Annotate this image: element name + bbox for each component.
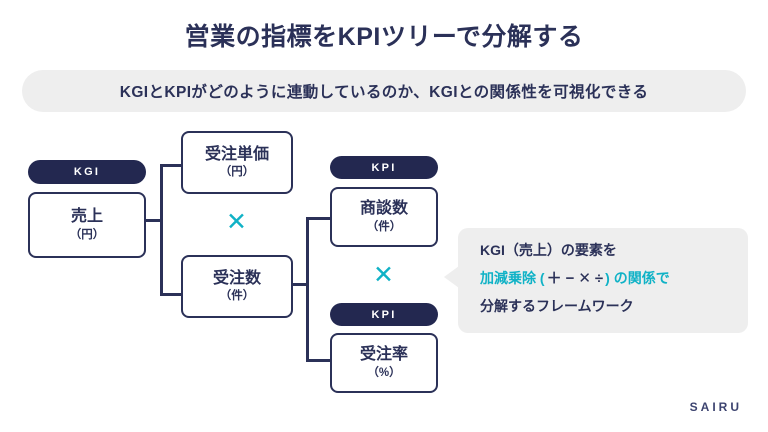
callout-line2-prefix: 加減乗除 (: [480, 270, 545, 286]
operator-multiply-level1: ✕: [226, 208, 247, 236]
connector-uriage-out: [143, 219, 162, 222]
node-shodan-su-name: 商談数: [359, 200, 408, 218]
tag-kpi-shodan: KPI: [330, 156, 438, 179]
node-shodan-su-unit: （件）: [366, 220, 402, 233]
node-juchu-tanka-name: 受注単価: [204, 145, 269, 163]
connector-level1-spine: [160, 164, 163, 296]
tag-kpi-shodan-label: KPI: [371, 161, 397, 174]
page-title: 営業の指標をKPIツリーで分解する: [184, 23, 584, 51]
node-juchu-ritsu-unit: （%）: [367, 366, 401, 379]
callout-line2-suffix: ) の関係で: [605, 270, 670, 286]
node-uriage-unit: （円）: [69, 228, 105, 241]
node-juchu-ritsu[interactable]: 受注率 （%）: [330, 333, 438, 393]
node-juchu-tanka-unit: （円）: [219, 166, 255, 179]
node-uriage-name: 売上: [70, 208, 103, 226]
plus-icon: ＋: [546, 270, 562, 287]
operator-multiply-level2: ✕: [373, 261, 394, 289]
node-juchu-tanka[interactable]: 受注単価 （円）: [181, 131, 293, 194]
connector-level2-top-arm: [306, 217, 330, 220]
callout-pointer-icon: [444, 266, 459, 288]
connector-level1-bottom-arm: [160, 293, 184, 296]
minus-icon: −: [565, 270, 575, 287]
tag-kgi-label: KGI: [73, 166, 101, 178]
connector-level1-top-arm: [160, 164, 184, 167]
callout-box: KGI（売上）の要素を 加減乗除 (＋−✕÷) の関係で 分解するフレームワーク: [458, 228, 748, 333]
callout-line-3: 分解するフレームワーク: [480, 298, 634, 314]
multiply-icon: ✕: [578, 270, 591, 287]
tag-kgi: KGI: [28, 160, 146, 184]
brand-logo: SAIRU: [689, 400, 742, 414]
node-shodan-su[interactable]: 商談数 （件）: [330, 187, 438, 247]
subtitle-banner: KGIとKPIがどのように連動しているのか、KGIとの関係性を可視化できる: [22, 70, 746, 112]
tag-kpi-juchuritsu: KPI: [330, 303, 438, 326]
callout-line-1: KGI（売上）の要素を: [480, 242, 617, 258]
divide-icon: ÷: [594, 270, 604, 287]
connector-level2-spine: [306, 217, 309, 362]
node-uriage[interactable]: 売上 （円）: [28, 192, 146, 258]
callout-line-2: 加減乗除 (＋−✕÷) の関係で: [480, 271, 670, 286]
connector-juchusu-out: [291, 283, 309, 286]
tag-kpi-juchuritsu-label: KPI: [371, 308, 397, 321]
node-juchu-ritsu-name: 受注率: [359, 346, 408, 364]
connector-level2-bottom-arm: [306, 359, 330, 362]
node-juchu-su-unit: （件）: [219, 290, 255, 303]
node-juchu-su-name: 受注数: [212, 269, 261, 287]
node-juchu-su[interactable]: 受注数 （件）: [181, 255, 293, 318]
subtitle-text: KGIとKPIがどのように連動しているのか、KGIとの関係性を可視化できる: [119, 84, 649, 101]
